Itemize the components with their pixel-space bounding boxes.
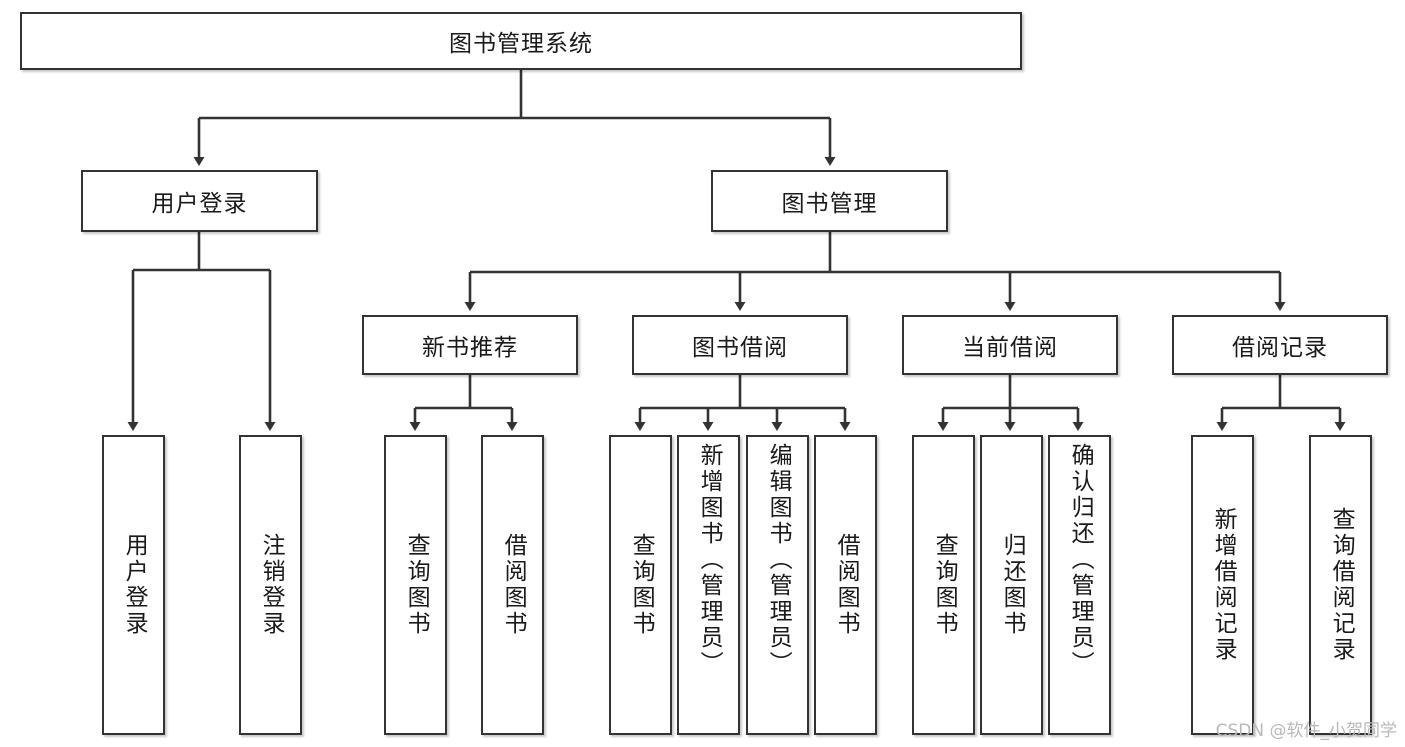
leaf-label: 用户登录 bbox=[121, 533, 148, 637]
node-label: 用户登录 bbox=[151, 191, 248, 217]
node-label: 图书管理 bbox=[781, 191, 878, 217]
node-borrow-record[interactable]: 借阅记录 bbox=[1172, 315, 1388, 375]
leaf-label: 编辑图书（管理员） bbox=[765, 443, 792, 677]
leaf-label: 查询借阅记录 bbox=[1328, 507, 1355, 663]
leaf-label: 新增借阅记录 bbox=[1210, 507, 1237, 663]
leaf-user-login-logout[interactable]: 注销登录 bbox=[239, 435, 302, 735]
leaf-label: 归还图书 bbox=[999, 533, 1026, 637]
node-new-book-recommend[interactable]: 新书推荐 bbox=[362, 315, 578, 375]
leaf-book-borrow-borrow[interactable]: 借阅图书 bbox=[814, 435, 877, 735]
node-label: 借阅记录 bbox=[1232, 335, 1328, 361]
leaf-label: 查询图书 bbox=[403, 533, 430, 637]
leaf-new-book-borrow[interactable]: 借阅图书 bbox=[481, 435, 544, 735]
node-book-management[interactable]: 图书管理 bbox=[711, 170, 948, 232]
leaf-book-borrow-edit[interactable]: 编辑图书（管理员） bbox=[746, 435, 809, 735]
leaf-label: 借阅图书 bbox=[500, 533, 527, 637]
watermark: CSDN @软件_小贺同学 bbox=[1215, 721, 1397, 741]
leaf-label: 注销登录 bbox=[258, 533, 285, 637]
leaf-book-borrow-query[interactable]: 查询图书 bbox=[609, 435, 672, 735]
leaf-current-borrow-confirm-return[interactable]: 确认归还（管理员） bbox=[1048, 435, 1111, 735]
leaf-label: 查询图书 bbox=[931, 533, 958, 637]
node-user-login[interactable]: 用户登录 bbox=[81, 170, 318, 232]
leaf-user-login-login[interactable]: 用户登录 bbox=[102, 435, 165, 735]
leaf-label: 借阅图书 bbox=[833, 533, 860, 637]
leaf-label: 确认归还（管理员） bbox=[1067, 443, 1094, 677]
leaf-book-borrow-add[interactable]: 新增图书（管理员） bbox=[677, 435, 740, 735]
node-label: 图书借阅 bbox=[692, 335, 788, 361]
node-label: 图书管理系统 bbox=[449, 31, 593, 57]
node-root[interactable]: 图书管理系统 bbox=[20, 12, 1022, 70]
node-label: 当前借阅 bbox=[962, 335, 1058, 361]
leaf-current-borrow-query[interactable]: 查询图书 bbox=[912, 435, 975, 735]
leaf-new-book-query[interactable]: 查询图书 bbox=[384, 435, 447, 735]
leaf-label: 新增图书（管理员） bbox=[696, 443, 723, 677]
leaf-borrow-record-add[interactable]: 新增借阅记录 bbox=[1191, 435, 1254, 735]
leaf-label: 查询图书 bbox=[628, 533, 655, 637]
node-current-borrow[interactable]: 当前借阅 bbox=[902, 315, 1118, 375]
node-label: 新书推荐 bbox=[422, 335, 518, 361]
leaf-current-borrow-return[interactable]: 归还图书 bbox=[980, 435, 1043, 735]
node-book-borrow[interactable]: 图书借阅 bbox=[632, 315, 848, 375]
leaf-borrow-record-query[interactable]: 查询借阅记录 bbox=[1309, 435, 1372, 735]
